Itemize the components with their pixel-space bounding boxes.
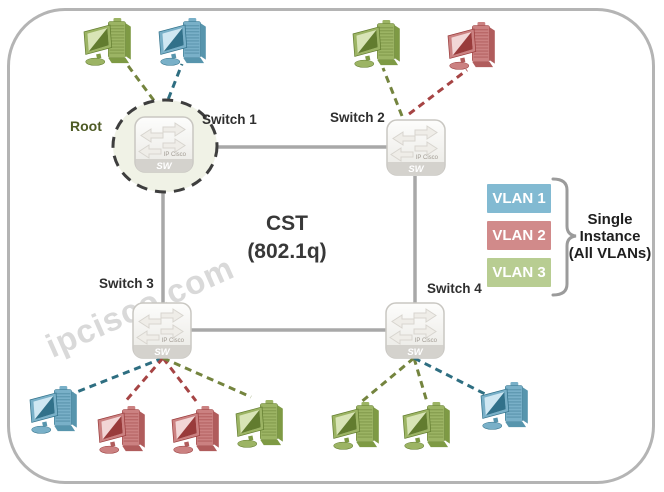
access-link-vlan1 [63,356,164,399]
switch-1-label: Switch 1 [202,112,257,127]
diagram-border [7,8,655,484]
switch-brand-text: IP Cisco [162,338,185,344]
vlan1-badge: VLAN 1 [487,184,551,213]
vlan2-badge: VLAN 2 [487,221,551,250]
switch-sw-text: SW [154,347,170,358]
diagram-title: CST [266,212,308,235]
brace-icon [551,177,577,297]
switch-2-icon: IP Cisco SW [386,119,446,176]
access-link-vlan3 [412,357,429,403]
access-link-vlan3 [124,62,163,111]
access-link-vlan1 [162,63,184,111]
access-link-vlan1 [413,356,490,398]
switch-brand-text: IP Cisco [415,338,438,344]
note-line-1: Single [587,211,633,228]
computer-icon-vlan2 [448,22,495,70]
access-link-vlan2 [161,357,198,402]
computer-icon-vlan3 [236,400,283,448]
switch-sw-text: SW [408,164,424,175]
computer-icon-vlan2 [98,406,145,454]
vlan3-badge: VLAN 3 [487,258,551,287]
access-link-vlan3 [162,356,252,399]
computer-icon-vlan3 [84,18,131,66]
switch-sw-text: SW [407,347,423,358]
root-label: Root [70,118,102,134]
switch-3-label: Switch 3 [99,276,154,291]
computer-icon-vlan3 [403,402,450,450]
access-link-vlan2 [408,68,468,116]
access-links [63,62,490,405]
switch-3-icon: IP Cisco SW [132,302,192,359]
note-line-3: (All VLANs) [568,245,652,262]
computer-icon-vlan1 [481,382,528,430]
access-link-vlan2 [122,357,165,404]
switch-brand-text: IP Cisco [164,152,187,158]
computer-icon-vlan3 [332,402,379,450]
access-link-vlan3 [359,356,415,405]
computer-icon-vlan1 [30,386,77,434]
note-line-2: Instance [579,228,641,245]
diagram-subtitle: (802.1q) [247,240,327,263]
switch-4-label: Switch 4 [427,281,482,296]
switch-4-icon: IP Cisco SW [385,302,445,359]
access-link-vlan3 [381,67,404,117]
trunk-links [161,145,417,332]
computer-icon-vlan1 [159,18,206,66]
switch-sw-text: SW [156,161,172,172]
computer-icon-vlan3 [353,20,400,68]
computer-icon-vlan2 [172,406,219,454]
switch-brand-text: IP Cisco [416,155,439,161]
switch-2-label: Switch 2 [330,110,385,125]
switch-1-icon: IP Cisco SW [134,116,194,173]
single-instance-note: Single Instance (All VLANs) [560,211,660,262]
